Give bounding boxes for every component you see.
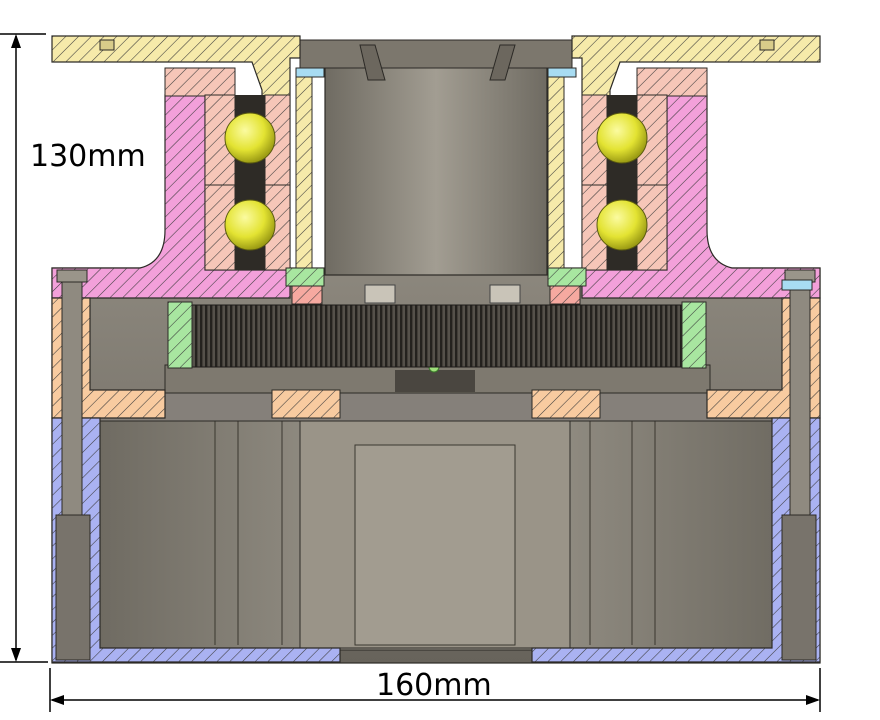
green-spacers — [285, 267, 587, 287]
height-dimension — [0, 33, 48, 663]
bolts — [55, 269, 817, 661]
width-dimension — [49, 668, 821, 712]
ring-gear — [167, 301, 707, 369]
bearing-housing — [51, 67, 821, 299]
seals — [295, 67, 577, 78]
bearing-balls — [224, 112, 648, 251]
height-label: 130mm — [30, 139, 146, 174]
width-label: 160mm — [376, 668, 492, 703]
